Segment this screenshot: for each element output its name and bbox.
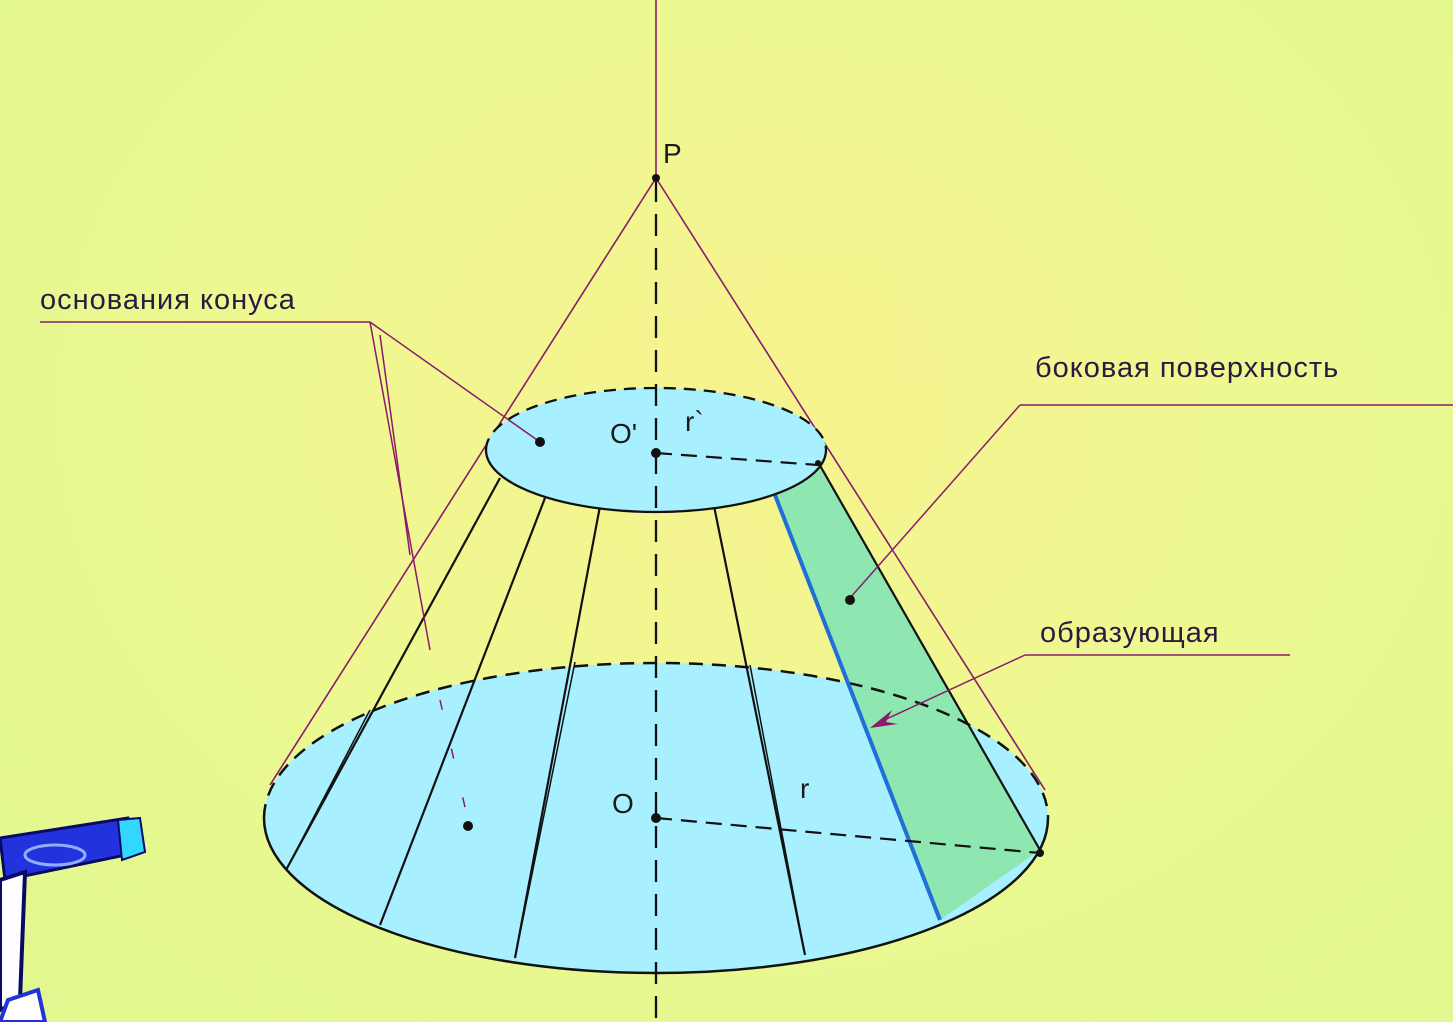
generatrix-line <box>773 494 942 921</box>
points <box>463 174 1044 857</box>
lateral-surface-strip <box>775 462 1040 920</box>
bottom-radius-line <box>655 816 1041 855</box>
top-radius-line <box>655 451 819 467</box>
pencil-icon <box>0 816 147 1022</box>
label-bottom-radius: r <box>800 773 810 804</box>
label-apex: P <box>663 138 682 169</box>
cone-outer-lines <box>269 0 1046 791</box>
label-lateral-surface: боковая поверхность <box>1035 352 1340 384</box>
label-bottom-center: O <box>612 788 634 819</box>
generatrix-arrow-head <box>870 710 898 728</box>
label-top-center: O' <box>610 418 638 449</box>
frustum-generators <box>285 461 1041 959</box>
top-base-front-edge <box>484 449 828 514</box>
label-generatrix: образующая <box>1040 617 1220 649</box>
leader-lines <box>40 321 1453 821</box>
label-top-radius: r` <box>685 406 704 437</box>
label-bases: основания конуса <box>40 284 296 316</box>
top-base-back-edge <box>484 386 828 451</box>
